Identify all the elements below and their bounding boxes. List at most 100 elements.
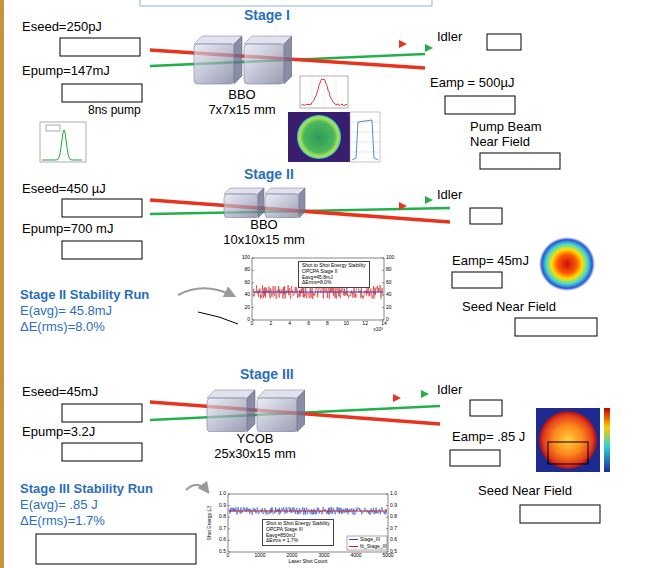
empty-box bbox=[62, 443, 142, 461]
tick-label: 2 bbox=[269, 321, 272, 327]
chart-tick bbox=[382, 282, 384, 283]
axis-title: Shot Energy (J) bbox=[207, 506, 213, 541]
legend-line bbox=[349, 539, 358, 540]
label-anchor: Pump Beam Near Field bbox=[470, 120, 550, 150]
run-value: E(avg)= .85 J bbox=[20, 498, 98, 513]
energy-label: Eseed=450 µJ bbox=[22, 182, 106, 197]
beam-arrowhead bbox=[399, 202, 407, 210]
label-anchor: 80 bbox=[244, 268, 250, 274]
label-anchor: Epump=147mJ bbox=[22, 64, 110, 79]
energy-label: Epump=147mJ bbox=[22, 64, 110, 79]
near-field-image bbox=[288, 112, 350, 162]
plot-grid bbox=[324, 76, 325, 108]
energy-fit bbox=[229, 511, 387, 512]
plot-grid bbox=[350, 132, 380, 133]
pump-pulse-curve bbox=[42, 130, 82, 160]
crystal-label: 25x30x15 mm bbox=[214, 447, 296, 462]
chart-tick bbox=[386, 494, 388, 495]
chart-tick bbox=[228, 505, 230, 506]
label-anchor: 0.6 bbox=[390, 538, 397, 544]
label-anchor: 60 bbox=[386, 280, 392, 286]
seed-spectrum-curve bbox=[301, 79, 347, 106]
stage-heading: Stage III bbox=[240, 366, 294, 382]
crystal-side bbox=[247, 390, 255, 432]
label-anchor: Eamp= 45mJ bbox=[452, 254, 529, 269]
legend-text: fit_Stage_III bbox=[360, 544, 387, 550]
crystal-front bbox=[265, 194, 299, 218]
tick-label: 0 bbox=[247, 317, 250, 323]
label-anchor: ΔE(rms)=1.7% bbox=[20, 514, 105, 529]
label-anchor: Stage II bbox=[244, 166, 294, 182]
label-anchor: 1.0 bbox=[219, 491, 226, 497]
label-anchor: 10 bbox=[344, 321, 350, 327]
plot-grid bbox=[350, 152, 380, 153]
crystal-top bbox=[224, 188, 264, 194]
label-anchor: 8 bbox=[326, 321, 329, 327]
tick-label: 20 bbox=[244, 305, 250, 311]
label-anchor: 14 bbox=[381, 321, 387, 327]
axis-multiplier: x10³ bbox=[373, 327, 383, 333]
crystal-label: 10x10x15 mm bbox=[223, 233, 305, 248]
label-anchor: Laser Shot Count bbox=[289, 559, 328, 565]
chart-tick bbox=[386, 528, 388, 529]
tick-label: 1.0 bbox=[390, 491, 397, 497]
roi-frame bbox=[548, 442, 588, 464]
energy-label: Eseed=250pJ bbox=[22, 20, 102, 35]
energy-label: Eseed=45mJ bbox=[22, 385, 98, 400]
tick-label: 0 bbox=[251, 321, 254, 327]
pump-beam-spot bbox=[297, 115, 341, 159]
chart-frame bbox=[228, 494, 388, 552]
crystal-side bbox=[297, 390, 305, 432]
crystal-label: YCOB bbox=[237, 432, 274, 447]
inset-box: Shot to Shot Energy StabilityOPCPA Stage… bbox=[298, 261, 370, 288]
side-stripe bbox=[0, 0, 4, 568]
tick-label: 0 bbox=[227, 553, 230, 559]
seed-spectrum-plot bbox=[300, 76, 348, 108]
chart-tick bbox=[228, 528, 230, 529]
tick-label: 1.0 bbox=[219, 491, 226, 497]
empty-box bbox=[520, 505, 600, 523]
label-anchor: x10³ bbox=[373, 327, 383, 333]
run-heading: Stage III Stability Run bbox=[20, 482, 153, 497]
crystal-block: BBO7x7x15 mm bbox=[192, 30, 292, 118]
label-anchor: 4000 bbox=[350, 553, 361, 559]
label-anchor: Epump=700 mJ bbox=[22, 222, 113, 237]
inset-text: ΔErms = 1.7% bbox=[266, 538, 298, 544]
label-anchor: 0.5 bbox=[219, 549, 226, 555]
label-anchor: Eamp= .85 J bbox=[452, 430, 525, 445]
chart-tick bbox=[382, 307, 384, 308]
legend-entry: fit_Stage_III bbox=[349, 544, 387, 550]
crystal-front bbox=[224, 194, 258, 218]
tick-label: 60 bbox=[244, 280, 250, 286]
label-anchor: Stage II Stability Run bbox=[20, 288, 149, 303]
label-anchor: Epump=3.2J bbox=[22, 425, 95, 440]
legend-text: Stage_III bbox=[360, 537, 380, 543]
empty-box bbox=[62, 199, 142, 217]
crystal-label: BBO bbox=[228, 88, 255, 103]
tick-label: 10 bbox=[344, 321, 350, 327]
crystal-front bbox=[257, 398, 297, 432]
beam-label: Idler bbox=[437, 383, 462, 398]
empty-box bbox=[62, 404, 142, 422]
crystal-side bbox=[299, 188, 305, 218]
tick-label: 0.7 bbox=[390, 526, 397, 532]
tick-label: 4 bbox=[288, 321, 291, 327]
label-anchor: 0.9 bbox=[219, 503, 226, 509]
tick-label: 8 bbox=[326, 321, 329, 327]
chart-tick bbox=[386, 517, 388, 518]
beam-arrowhead bbox=[393, 394, 401, 402]
label-anchor: Idler bbox=[437, 383, 462, 398]
label-anchor: 0.8 bbox=[219, 514, 226, 520]
label-anchor: 20 bbox=[386, 305, 392, 311]
tick-label: 0.6 bbox=[390, 538, 397, 544]
label-anchor: 60 bbox=[244, 280, 250, 286]
label-anchor: Seed Near Field bbox=[478, 484, 572, 499]
empty-box bbox=[62, 241, 142, 259]
beam-arrowhead bbox=[425, 44, 433, 52]
tick-label: 2000 bbox=[286, 553, 297, 559]
label-anchor: E(avg)= .85 J bbox=[20, 498, 98, 513]
tick-label: 100 bbox=[242, 255, 250, 261]
beam-label: Idler bbox=[437, 30, 462, 45]
label-anchor: 8ns pump bbox=[88, 104, 141, 118]
